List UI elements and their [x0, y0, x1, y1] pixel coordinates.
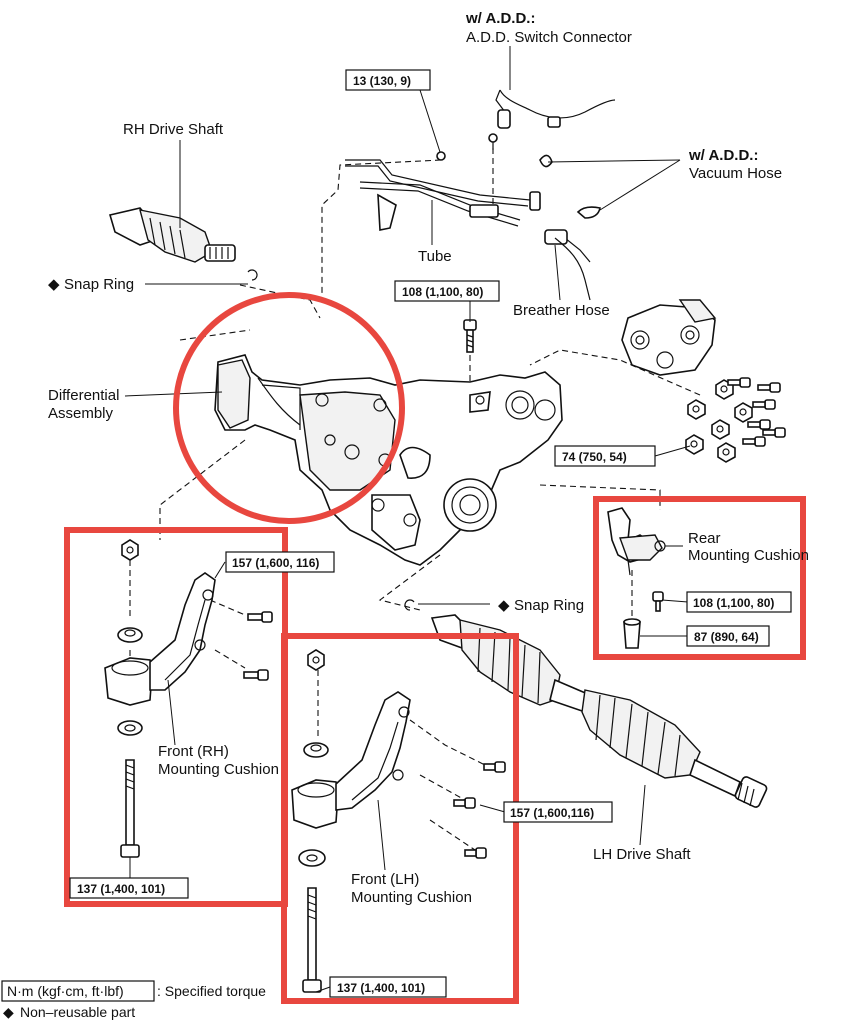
add-switch-connector	[488, 89, 616, 150]
snap-ring-top-mark: ◆	[48, 276, 60, 293]
rear-mounting-cushion	[607, 507, 666, 649]
torque-87-text: 87 (890, 64)	[694, 630, 759, 644]
bolt	[247, 611, 273, 623]
lh-drive-shaft-label: LH Drive Shaft	[593, 846, 691, 863]
front-rh-label-2: Mounting Cushion	[158, 761, 279, 778]
front-lh-mounting-cushion	[291, 649, 506, 993]
bolt	[752, 399, 776, 410]
torque-box-87: 87 (890, 64)	[686, 625, 770, 647]
nut	[734, 402, 753, 423]
breather-hose-label: Breather Hose	[513, 302, 610, 319]
bolt	[453, 797, 476, 809]
propeller-flange	[621, 299, 717, 376]
add-prefix-vacuum: w/ A.D.D.:	[688, 147, 758, 164]
rear-cushion-label-1: Rear	[688, 530, 721, 547]
highlight-front-rh-cushion	[64, 527, 288, 907]
front-rh-label-1: Front (RH)	[158, 743, 229, 760]
lh-drive-shaft	[404, 599, 768, 808]
bolt	[483, 761, 506, 773]
nut	[685, 434, 704, 455]
nut	[711, 419, 730, 440]
torque-box-108-rear: 108 (1,100, 80)	[686, 591, 792, 613]
front-lh-label-2: Mounting Cushion	[351, 889, 472, 906]
bolt	[243, 669, 269, 681]
snap-ring-top-label: Snap Ring	[64, 276, 134, 293]
highlight-rear-cushion	[593, 496, 806, 660]
torque-box-157-lh: 157 (1,600,116)	[503, 801, 613, 823]
legend-torque-text: : Specified torque	[157, 983, 266, 999]
torque-13-text: 13 (130, 9)	[353, 74, 411, 88]
torque-137-rh-text: 137 (1,400, 101)	[77, 882, 165, 896]
bolt	[757, 382, 781, 393]
torque-108-top-text: 108 (1,100, 80)	[402, 285, 483, 299]
differential-label-1: Differential	[48, 387, 119, 404]
bolt	[464, 847, 487, 859]
torque-box-108-top: 108 (1,100, 80)	[394, 280, 500, 302]
highlight-differential	[173, 292, 405, 524]
legend: N·m (kgf·cm, ft·lbf) : Specified torque …	[1, 980, 266, 1020]
tube-label: Tube	[418, 248, 452, 265]
front-lh-label-1: Front (LH)	[351, 871, 419, 888]
legend-torque-unit: N·m (kgf·cm, ft·lbf)	[7, 983, 124, 999]
bolt	[742, 436, 766, 447]
add-switch-connector-label: A.D.D. Switch Connector	[466, 29, 632, 46]
torque-box-13: 13 (130, 9)	[345, 69, 431, 91]
nuts-bolts-cluster	[685, 377, 786, 463]
bolt	[762, 427, 786, 438]
nut	[121, 539, 139, 561]
legend-nonreusable-text: Non–reusable part	[20, 1004, 135, 1020]
breather-hose	[554, 237, 591, 301]
bolt-108-top	[463, 319, 477, 353]
snap-ring-mid-mark: ◆	[498, 597, 510, 614]
torque-157-lh-text: 157 (1,600,116)	[510, 806, 594, 820]
front-rh-mounting-cushion	[104, 539, 273, 858]
torque-108-rear-text: 108 (1,100, 80)	[693, 596, 774, 610]
nut	[307, 649, 325, 671]
rh-drive-shaft	[108, 207, 258, 281]
torque-157-rh-text: 157 (1,600, 116)	[232, 556, 319, 570]
bolt	[727, 377, 751, 388]
highlight-frames	[64, 292, 806, 1004]
torque-box-137-rh: 137 (1,400, 101)	[69, 877, 189, 899]
rh-drive-shaft-label: RH Drive Shaft	[123, 121, 224, 138]
vacuum-hose-label: Vacuum Hose	[689, 165, 782, 182]
torque-137-lh-text: 137 (1,400, 101)	[337, 981, 425, 995]
rear-cushion-label-2: Mounting Cushion	[688, 547, 809, 564]
vacuum-hose	[539, 154, 601, 263]
torque-box-157-rh: 157 (1,600, 116)	[225, 551, 335, 573]
torque-box-74: 74 (750, 54)	[554, 445, 656, 467]
nut	[687, 399, 706, 420]
snap-ring-mid-label: Snap Ring	[514, 597, 584, 614]
leader-lines	[124, 46, 691, 993]
legend-nonreusable-mark: ◆	[3, 1004, 14, 1020]
torque-box-137-lh: 137 (1,400, 101)	[329, 976, 447, 998]
bolt	[747, 419, 771, 430]
tube-assembly	[345, 151, 541, 231]
nut	[717, 442, 736, 463]
add-prefix-top: w/ A.D.D.:	[465, 10, 535, 27]
torque-74-text: 74 (750, 54)	[562, 450, 627, 464]
differential-label-2: Assembly	[48, 405, 114, 422]
